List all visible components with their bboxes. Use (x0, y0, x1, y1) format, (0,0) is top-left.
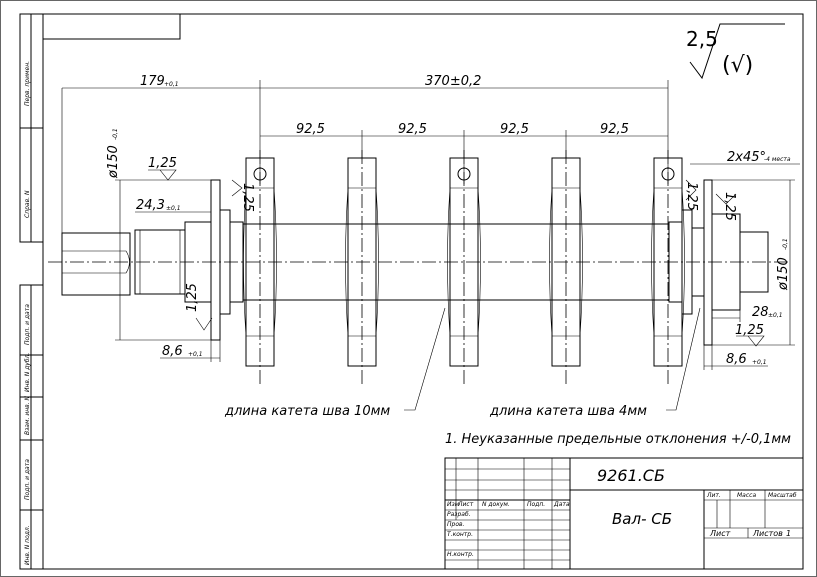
tb-col-podp: Подп. (527, 501, 545, 508)
shaft (61, 179, 769, 346)
side-label-inv-dubl: Инв. N дубл. (24, 353, 31, 392)
dim-92-2: 92,5 (398, 122, 427, 137)
dim-dia150-left: ø150 (106, 145, 121, 179)
roughness-symbol: 2,5 (√) (686, 23, 785, 80)
roughness-value: 2,5 (686, 27, 718, 51)
weld-note-10: длина катета шва 10мм (224, 404, 390, 419)
dim-92-4: 92,5 (600, 122, 629, 137)
dim-dia150-right: ø150 (776, 257, 791, 291)
dim-125-left-top: 1,25 (148, 156, 177, 171)
dim-125-right-bottom: 1,25 (735, 323, 764, 338)
side-label-podp1: Подп. и дата (24, 304, 31, 345)
drawing-name: Вал- СБ (612, 510, 672, 528)
tb-col-izm: Изм (447, 501, 460, 508)
dim-24: 24,3 (136, 198, 165, 213)
weld-notes: длина катета шва 10мм длина катета шва 4… (224, 307, 791, 447)
dim-28-tol: ±0,1 (768, 312, 783, 319)
dim-125-left-top-side: 1,25 (240, 183, 255, 212)
dim-86-right-tol: +0,1 (752, 359, 767, 366)
dim-92-3: 92,5 (500, 122, 529, 137)
general-note: 1. Неуказанные предельные отклонения +/-… (445, 432, 791, 447)
tb-list: Лист (709, 529, 731, 538)
roughness-general-mark: (√) (722, 53, 753, 78)
dim-179-tol: +0,1 (164, 81, 179, 88)
tb-row-tkontr: Т.контр. (447, 531, 473, 538)
discs (243, 150, 685, 385)
tb-row-prov: Пров. (447, 521, 465, 528)
dim-370: 370±0,2 (425, 74, 481, 89)
dim-125-right-b: 1,25 (722, 192, 737, 221)
dim-86-left-tol: +0,1 (188, 351, 203, 358)
dimension-lines: 179 +0,1 370±0,2 92,5 92,5 92,5 92,5 ø15… (61, 74, 800, 370)
dim-28: 28 (752, 305, 769, 320)
dim-dia150-right-tol: -0,1 (782, 238, 789, 250)
tb-lit: Лит. (706, 492, 721, 499)
dim-92-1: 92,5 (296, 122, 325, 137)
side-label-inv-podl: Инв. N подл. (24, 525, 31, 565)
tb-col-ndoc: N докум. (482, 501, 510, 508)
tb-row-razrab: Разраб. (447, 511, 471, 518)
tb-listov: Листов (752, 529, 783, 538)
tb-massa: Масса (737, 492, 756, 499)
tb-listov-value: 1 (786, 529, 791, 538)
weld-note-4: длина катета шва 4мм (489, 404, 647, 419)
tb-col-list: Лист (457, 501, 474, 508)
side-label-perv: Перв. примен. (24, 61, 31, 106)
dim-24-tol: ±0,1 (166, 205, 181, 212)
dim-125-left-bottom: 1,25 (185, 283, 200, 312)
dim-86-left: 8,6 (162, 344, 183, 359)
side-label-sprav: Справ. N (24, 190, 31, 218)
side-label-podp2: Подп. и дата (24, 459, 31, 500)
drawing-designation: 9261.СБ (597, 466, 665, 485)
dim-125-right-a: 1,25 (684, 182, 699, 211)
dim-86-right: 8,6 (726, 352, 747, 367)
side-stamp: Перв. примен. Справ. N Подп. и дата Инв.… (19, 13, 44, 570)
dim-chamfer-note: -4 места (764, 156, 791, 163)
dim-dia150-left-tol: -0,1 (112, 128, 119, 140)
dim-179: 179 (140, 74, 165, 89)
title-block: 9261.СБ Вал- СБ Изм Лист N докум. Подп. … (444, 457, 804, 570)
tb-row-nkontr: Н.контр. (447, 551, 474, 558)
side-label-vzam: Взам. инв. N (24, 396, 31, 435)
tb-col-data: Дата (553, 501, 570, 508)
tb-masshtab: Масштаб (768, 492, 797, 499)
dim-chamfer: 2х45° (727, 150, 766, 165)
